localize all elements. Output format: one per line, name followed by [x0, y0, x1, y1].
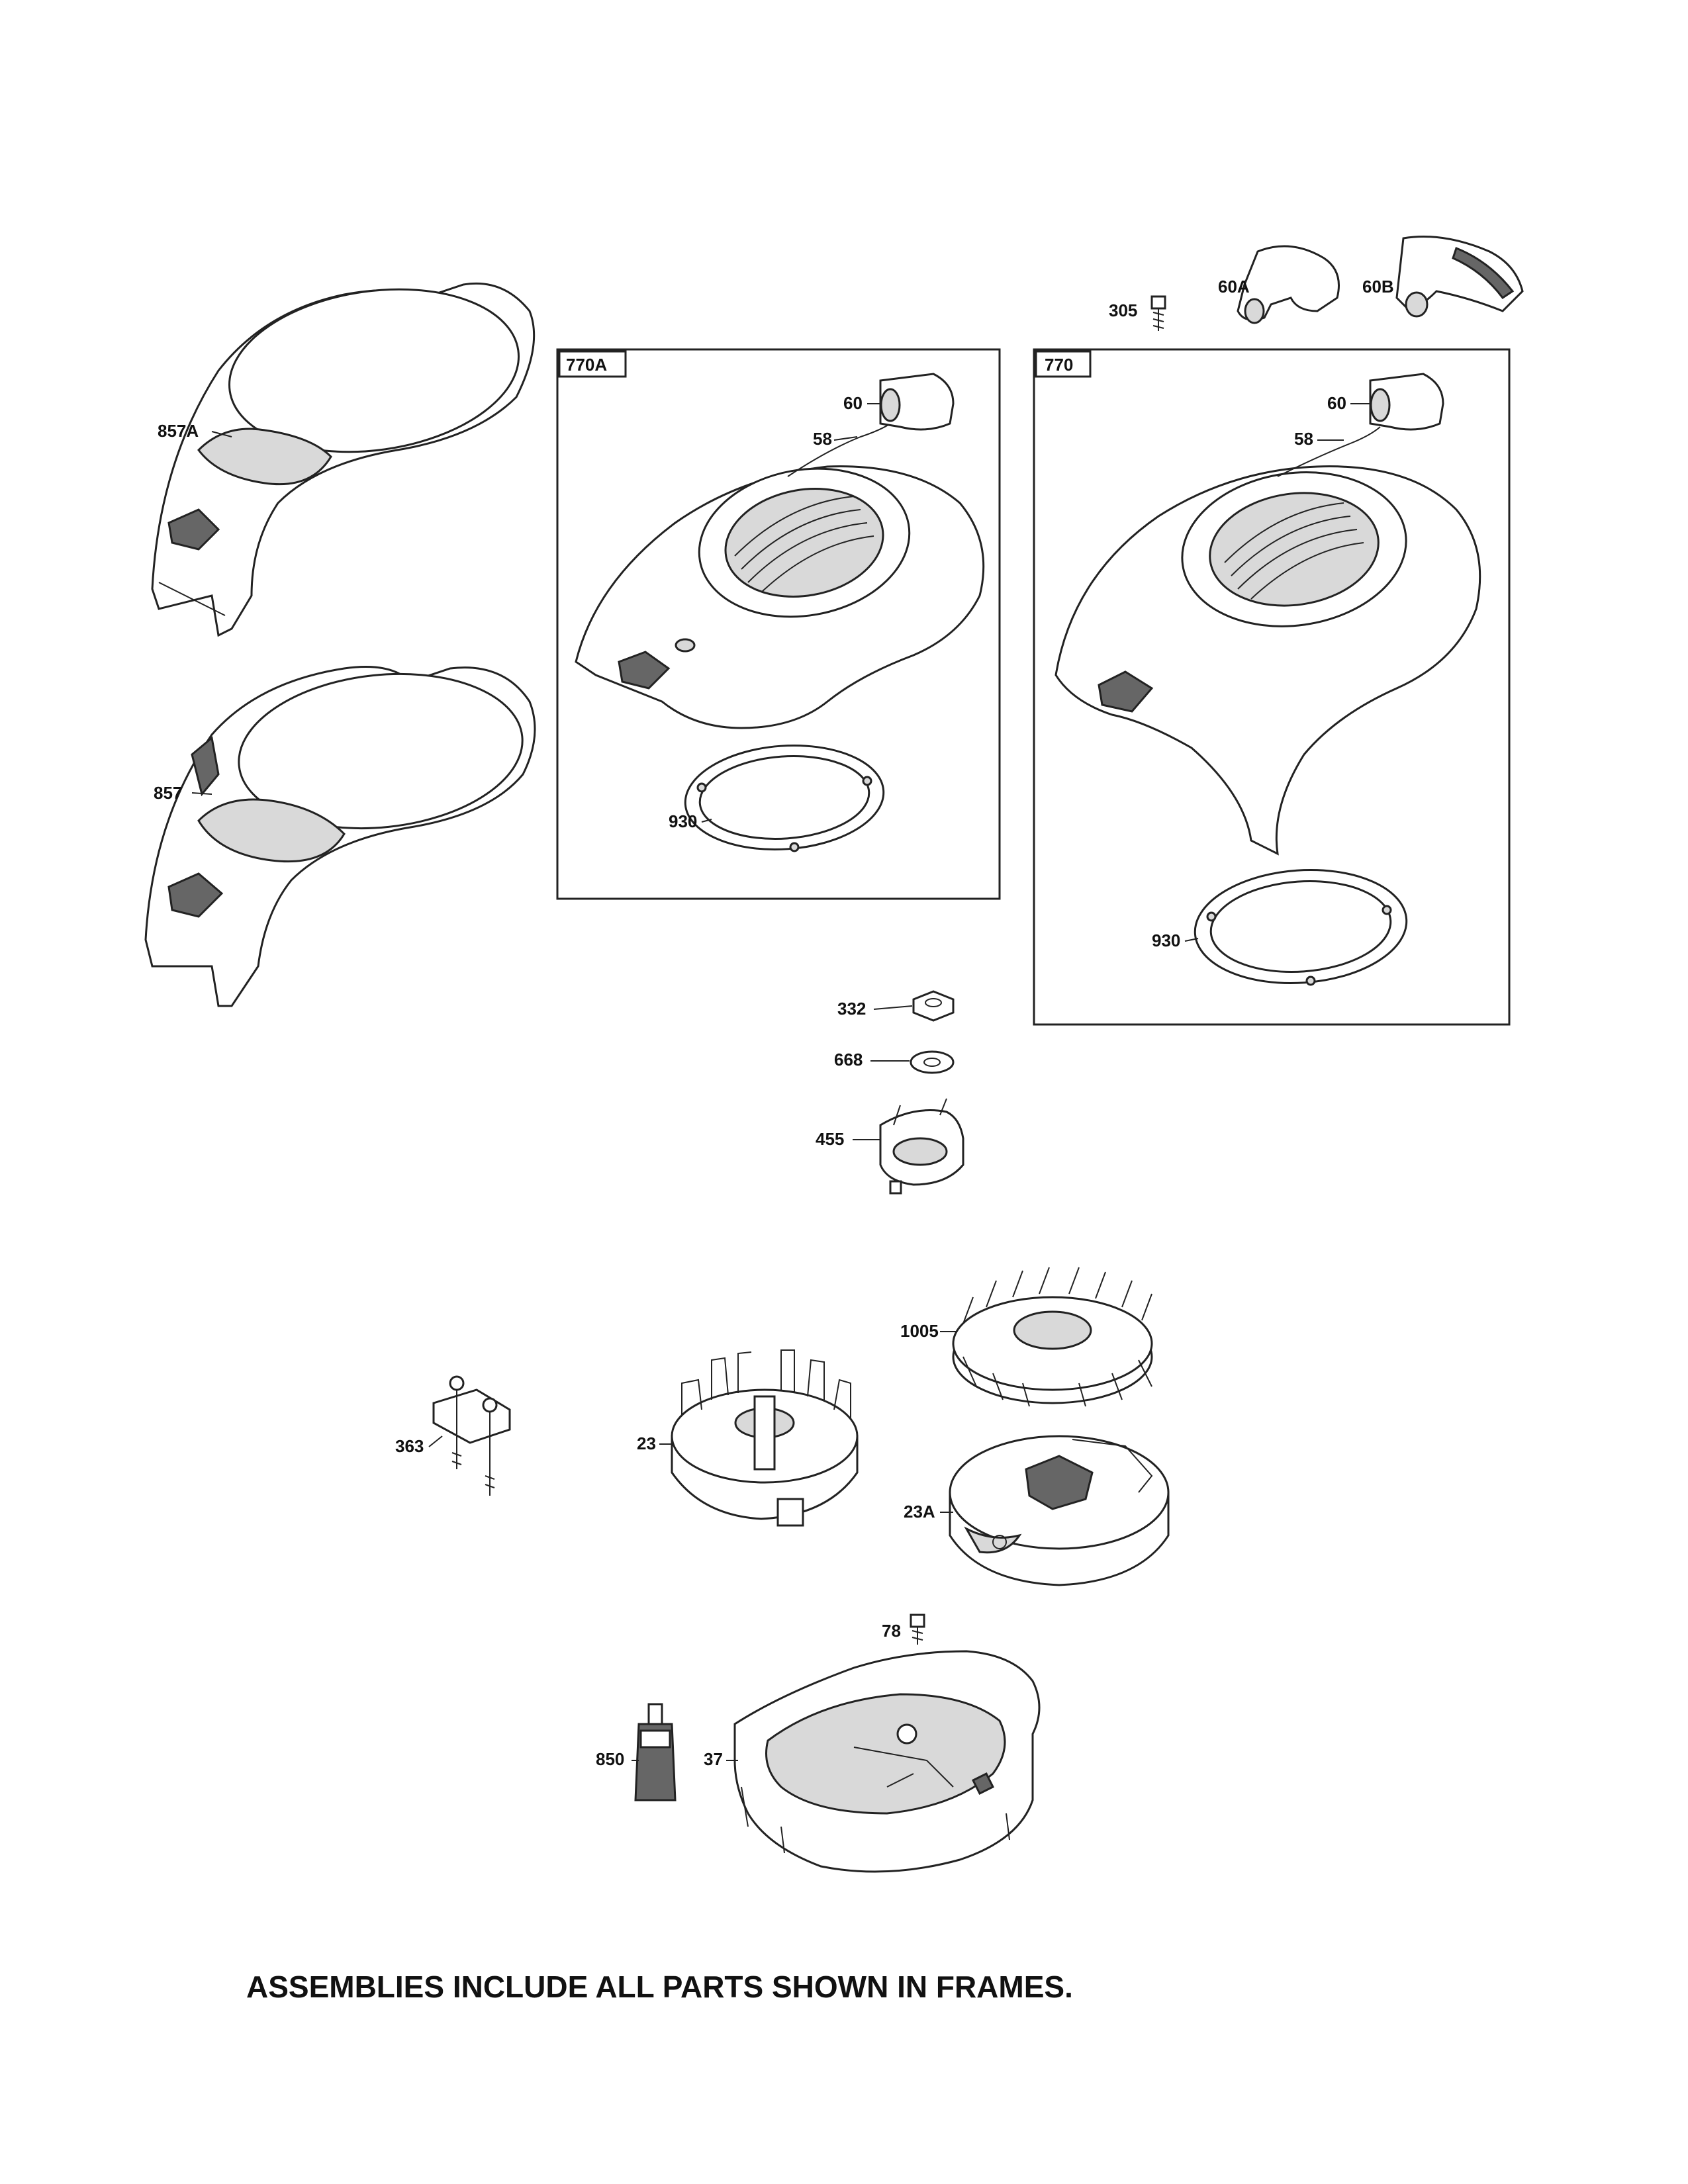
part-60A-handle: [1237, 245, 1340, 324]
callout-23A: 23A: [904, 1502, 935, 1522]
part-857A-shroud: [151, 282, 536, 637]
callout-305: 305: [1109, 300, 1137, 320]
callout-668: 668: [834, 1050, 863, 1069]
callout-332: 332: [837, 999, 866, 1019]
part-850-tube: [634, 1703, 677, 1801]
callout-455: 455: [816, 1129, 844, 1149]
callout-857A: 857A: [158, 421, 199, 441]
assemblies-note: ASSEMBLIES INCLUDE ALL PARTS SHOWN IN FR…: [246, 1970, 1073, 2004]
part-332-nut: [912, 990, 955, 1022]
callout-60A: 60A: [1218, 277, 1250, 296]
callout-37: 37: [704, 1749, 723, 1769]
part-455-clutch: [879, 1098, 964, 1195]
callout-857: 857: [154, 783, 182, 803]
part-668-washer: [910, 1050, 955, 1074]
callout-850: 850: [596, 1749, 624, 1769]
part-37-blower-housing: [733, 1650, 1041, 1873]
part-23A-flywheel: [949, 1435, 1170, 1586]
callout-770A-930: 930: [669, 811, 697, 831]
callout-770-60: 60: [1327, 393, 1346, 413]
part-305-screw: [1150, 295, 1166, 331]
frame-770: 770: [1033, 348, 1511, 1026]
part-857-shroud: [144, 666, 536, 1007]
callout-770-58: 58: [1294, 429, 1313, 449]
callout-770A-58: 58: [813, 429, 832, 449]
callout-363: 363: [395, 1436, 424, 1456]
part-23-flywheel: [671, 1349, 859, 1527]
callout-60B: 60B: [1362, 277, 1394, 296]
callout-770A-60: 60: [843, 393, 863, 413]
frame-770A: 770A: [556, 348, 1001, 900]
part-1005-fan: [952, 1267, 1153, 1407]
part-60B-handle: [1395, 236, 1524, 318]
callout-1005: 1005: [900, 1321, 939, 1341]
frame-label-770: 770: [1045, 355, 1073, 375]
callout-78: 78: [882, 1621, 901, 1641]
part-363-clamp: [432, 1375, 511, 1496]
callout-770-930: 930: [1152, 931, 1180, 950]
part-78-screw: [910, 1614, 925, 1645]
frame-label-770A: 770A: [566, 355, 607, 375]
callout-23: 23: [637, 1433, 656, 1453]
